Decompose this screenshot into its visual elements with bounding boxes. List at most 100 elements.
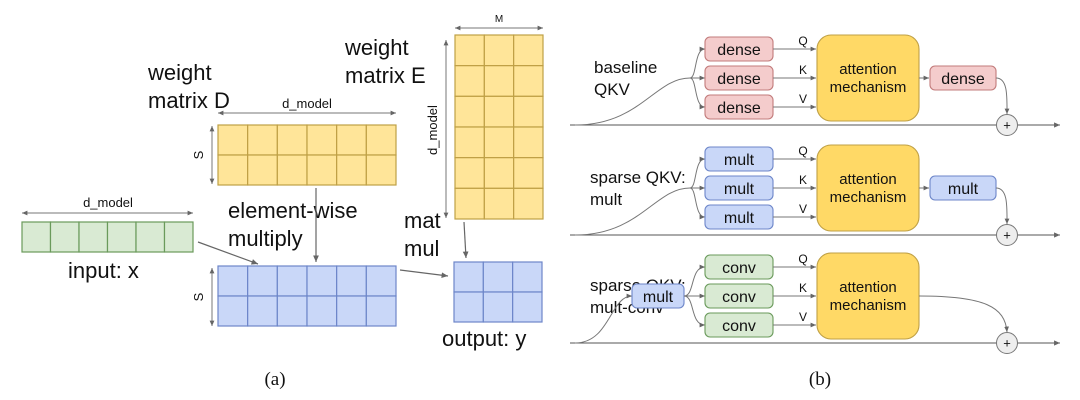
matrix-cell <box>247 154 278 186</box>
attention-label-line1: attention <box>839 61 897 78</box>
branch-line <box>683 295 706 328</box>
projection-label: conv <box>722 318 756 335</box>
qkv-letter-v: V <box>799 92 807 106</box>
matrix-cell <box>454 95 485 128</box>
matrix-cell <box>483 157 515 189</box>
matrix-cell <box>454 157 485 189</box>
branch-line <box>689 46 706 79</box>
matrix-cell <box>365 265 397 297</box>
matrix-cell <box>217 124 249 156</box>
projection-label: mult <box>724 210 755 227</box>
d-model-top-label: d_model <box>282 96 332 111</box>
branch-line <box>689 77 706 110</box>
m-label: M <box>495 14 503 25</box>
input-curve <box>574 187 691 236</box>
matrix-cell <box>453 261 484 293</box>
matrix-cell <box>306 124 338 156</box>
attention-label-line2: mechanism <box>830 297 907 314</box>
matrix-cell <box>512 291 543 323</box>
matrix-cell <box>454 187 485 220</box>
attention-mechanism-block <box>816 252 920 340</box>
weight-matrix-e <box>454 34 544 220</box>
matrix-cell <box>365 295 397 327</box>
qkv-letter-v: V <box>799 202 807 216</box>
plus-symbol: + <box>1003 118 1011 133</box>
row-title-line2: mult <box>590 190 622 209</box>
matrix-cell <box>483 126 515 159</box>
matrix-cell <box>276 295 308 327</box>
attention-mechanism-block <box>816 34 920 122</box>
qkv-row-3: sparse QKV:mult-convmultconvQconvKconvVa… <box>570 252 1060 354</box>
d-model-input-label: d_model <box>83 195 133 210</box>
to-sum-arrow <box>995 187 1010 225</box>
elementwise-label-line1: element-wise <box>228 198 358 223</box>
matrix-cell <box>365 154 397 186</box>
weight-e-label-line2: matrix E <box>345 63 426 88</box>
weight-d-label-line1: weight <box>147 60 212 85</box>
qkv-letter-q: Q <box>798 34 807 48</box>
matrix-cell <box>247 265 278 297</box>
pre-mult-label: mult <box>643 289 674 306</box>
matrix-cell <box>453 291 484 323</box>
qkv-letter-q: Q <box>798 252 807 266</box>
weight-matrix-d <box>217 124 397 186</box>
residual-sum-node <box>996 224 1018 246</box>
matrix-cell <box>276 265 308 297</box>
qkv-row-2: sparse QKV:multmultQmultKmultVattentionm… <box>570 144 1060 246</box>
arrow-x-to-product <box>197 241 259 265</box>
matrix-cell <box>306 295 338 327</box>
attention-label-line1: attention <box>839 279 897 296</box>
output-matrix <box>453 261 543 323</box>
s-bottom-label: S <box>191 292 206 301</box>
matrix-cell <box>454 34 485 67</box>
matrix-cell <box>513 126 544 159</box>
d-model-vertical-label: d_model <box>425 105 440 155</box>
matrix-cell <box>336 154 367 186</box>
elementwise-label-line2: multiply <box>228 226 303 251</box>
matrix-cell <box>482 291 514 323</box>
qkv-letter-k: K <box>799 173 807 187</box>
matrix-cell <box>21 221 52 253</box>
attention-label-line1: attention <box>839 171 897 188</box>
row-title-line1: baseline <box>594 58 657 77</box>
matrix-cell <box>513 34 544 67</box>
attention-mechanism-block <box>816 144 920 232</box>
output-block-label: mult <box>948 181 979 198</box>
weight-d-label-line2: matrix D <box>148 88 230 113</box>
row-title-line1: sparse QKV: <box>590 168 686 187</box>
matmul-label-line1: mat <box>404 208 441 233</box>
arrow-e-to-output <box>462 221 469 259</box>
matrix-cell <box>306 154 338 186</box>
row-title-line2: QKV <box>594 80 631 99</box>
input-vector <box>21 221 194 253</box>
plus-symbol: + <box>1003 228 1011 243</box>
matrix-cell <box>49 221 80 253</box>
matrix-cell <box>78 221 109 253</box>
matrix-cell <box>106 221 137 253</box>
matrix-cell <box>276 154 308 186</box>
matrix-cell <box>483 65 515 97</box>
branch-line <box>683 264 706 297</box>
projection-label: dense <box>717 71 761 88</box>
matrix-cell <box>276 124 308 156</box>
projection-label: conv <box>722 289 756 306</box>
input-label: input: x <box>68 258 139 283</box>
qkv-letter-q: Q <box>798 144 807 158</box>
matrix-cell <box>163 221 194 253</box>
panel-a: weight matrix D weight matrix E d_model … <box>21 14 544 390</box>
qkv-row-1: baselineQKVdenseQdenseKdenseVattentionme… <box>570 34 1060 136</box>
matrix-cell <box>483 95 515 128</box>
branch-line <box>689 156 706 189</box>
matrix-cell <box>217 265 249 297</box>
projection-label: mult <box>724 181 755 198</box>
matrix-cell <box>513 95 544 128</box>
qkv-letter-k: K <box>799 281 807 295</box>
input-curve <box>574 293 633 344</box>
projection-label: dense <box>717 100 761 117</box>
matrix-cell <box>247 295 278 327</box>
matrix-cell <box>483 187 515 220</box>
projection-label: mult <box>724 152 755 169</box>
matrix-cell <box>336 124 367 156</box>
attention-label-line2: mechanism <box>830 79 907 96</box>
caption-a: (a) <box>264 369 285 390</box>
